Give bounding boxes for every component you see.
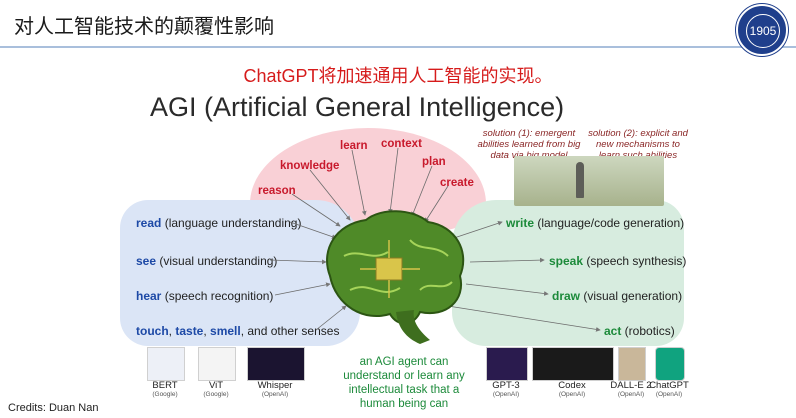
cognition-knowledge: knowledge — [280, 160, 340, 172]
slide-title: 对人工智能技术的颠覆性影响 — [14, 16, 274, 38]
generation-region — [452, 200, 684, 346]
cognition-create: create — [440, 177, 474, 189]
generation-key: act — [604, 324, 622, 338]
perception-key: hear — [136, 289, 162, 303]
model-name-gpt3: GPT-3 — [492, 380, 520, 391]
perception-hear: hear (speech recognition) — [136, 289, 273, 303]
sense-separator: , — [168, 324, 176, 338]
perception-read: read (language understanding) — [136, 216, 301, 230]
generation-desc: (robotics) — [621, 324, 675, 338]
sense-rest: , and other senses — [240, 324, 340, 338]
model-org-dalle2: (OpenAI) — [617, 391, 645, 398]
bert-thumbnail — [147, 347, 185, 381]
crossroads-image — [514, 156, 664, 206]
model-name-bert: BERT — [152, 380, 178, 391]
perception-senses: touch, taste, smell, and other senses — [136, 324, 339, 338]
cognition-lines — [291, 147, 449, 227]
perception-see: see (visual understanding) — [136, 254, 277, 268]
sense-touch: touch — [136, 324, 169, 338]
generation-speak: speak (speech synthesis) — [549, 254, 686, 268]
title-divider — [0, 46, 796, 48]
perception-desc: (visual understanding) — [156, 254, 278, 268]
perception-region — [120, 200, 360, 346]
model-name-chatgpt: ChatGPT — [649, 380, 689, 391]
perception-arrows — [269, 221, 347, 331]
logo-year: 1905 — [746, 14, 780, 48]
generation-key: draw — [552, 289, 581, 303]
solution-one-text: solution (1): emergent abilities learned… — [477, 128, 581, 161]
perception-desc: (speech recognition) — [161, 289, 274, 303]
generation-act: act (robotics) — [604, 324, 675, 338]
codex-thumbnail — [532, 347, 614, 381]
university-logo: 1905 — [736, 4, 788, 56]
sense-separator: , — [203, 324, 211, 338]
sense-taste: taste — [175, 324, 204, 338]
model-name-whisper: Whisper — [257, 380, 293, 391]
generation-desc: (speech synthesis) — [583, 254, 687, 268]
generation-desc: (language/code generation) — [534, 216, 685, 230]
cognition-learn: learn — [340, 140, 368, 152]
agi-heading: AGI (Artificial General Intelligence) — [150, 92, 565, 122]
generation-write: write (language/code generation) — [506, 216, 684, 230]
slide-subtitle: ChatGPT将加速通用人工智能的实现。 — [243, 66, 553, 86]
model-org-whisper: (OpenAI) — [261, 391, 289, 398]
model-name-vit: ViT — [208, 380, 224, 391]
gpt3-thumbnail — [486, 347, 528, 381]
sense-smell: smell — [210, 324, 241, 338]
whisper-thumbnail — [247, 347, 305, 381]
model-org-gpt3: (OpenAI) — [492, 391, 520, 398]
cognition-reason: reason — [258, 185, 296, 197]
generation-draw: draw (visual generation) — [552, 289, 682, 303]
brain-icon — [326, 210, 465, 344]
cognition-plan: plan — [422, 156, 446, 168]
generation-key: speak — [549, 254, 584, 268]
generation-arrows — [447, 220, 601, 332]
dalle2-thumbnail — [618, 347, 646, 381]
model-org-chatgpt: (OpenAI) — [655, 391, 683, 398]
credits: Credits: Duan Nan — [8, 402, 99, 414]
model-org-bert: (Google) — [152, 391, 178, 398]
person-figure-icon — [576, 162, 584, 198]
model-name-codex: Codex — [558, 380, 586, 391]
perception-key: see — [136, 254, 157, 268]
cognition-context: context — [381, 138, 422, 150]
model-org-vit: (Google) — [203, 391, 229, 398]
perception-desc: (language understanding) — [161, 216, 302, 230]
model-org-codex: (OpenAI) — [558, 391, 586, 398]
agi-agent-description: an AGI agent can understand or learn any… — [343, 356, 465, 410]
generation-key: write — [506, 216, 535, 230]
perception-key: read — [136, 216, 162, 230]
vit-thumbnail — [198, 347, 236, 381]
generation-desc: (visual generation) — [580, 289, 683, 303]
chatgpt-thumbnail — [655, 347, 685, 381]
model-name-dalle2: DALL-E 2 — [610, 380, 652, 391]
solution-two-text: solution (2): explicit and new mechanism… — [588, 128, 688, 161]
